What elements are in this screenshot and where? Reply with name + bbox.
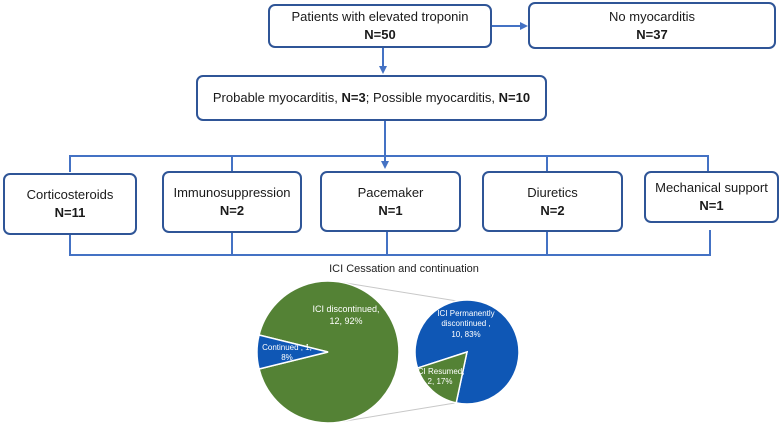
main-pie-label-continued: Continued , 1, 8% [262,343,312,363]
zoom-line-top [342,282,458,302]
zoom-line-bottom [342,402,456,422]
sub-pie-slice-resumed [416,350,469,404]
patients-count: N=50 [364,27,396,42]
possible-count: N=10 [498,90,531,106]
main-pie-label-discontinued: ICI discontinued, 12, 92% [312,304,380,326]
probable-label: Probable myocarditis, [212,90,342,106]
probable-possible-myocarditis-box: Probable myocarditis, N=3; Possible myoc… [196,75,547,121]
possible-label: ; Possible myocarditis, [365,90,499,106]
no-myocarditis-label: No myocarditis [609,8,695,24]
diuretics-box: Diuretics N=2 [482,171,623,232]
pacemaker-box: Pacemaker N=1 [320,171,461,232]
patients-label: Patients with elevated troponin [291,9,469,25]
treatment-label: Corticosteroids [26,187,114,203]
treatment-count: N=1 [378,202,403,218]
treatment-label: Pacemaker [357,184,424,200]
immunosuppression-box: Immunosuppression N=2 [162,171,302,233]
no-myocarditis-count: N=37 [636,26,668,42]
bracket-top [69,155,709,172]
main-pie-slice-discontinued [258,280,400,424]
corticosteroids-box: Corticosteroids N=11 [3,173,137,235]
treatment-count: N=1 [699,198,724,213]
bracket-bottom [69,230,711,256]
probable-possible-label: Probable myocarditis, N=3; Possible myoc… [213,89,530,107]
sub-pie-label-resumed: ICI Resumed, 2, 17% [415,367,465,387]
mechanical-support-box: Mechanical support N=1 [644,171,779,223]
treatment-count: N=11 [54,205,86,220]
main-pie-slice-continued [256,334,329,370]
treatment-label: Diuretics [527,184,578,200]
probable-count: N=3 [341,90,366,106]
sub-pie-label-permanently-discontinued: ICI Permanently discontinued , 10, 83% [437,309,495,339]
pie-chart-title: ICI Cessation and continuation [329,263,479,275]
no-myocarditis-box: No myocarditis N=37 [528,2,776,49]
treatment-count: N=2 [219,203,245,218]
treatment-label: Immunosuppression [173,185,291,201]
sub-pie-slice-permanently-discontinued [414,299,520,405]
treatment-label: Mechanical support [655,180,768,196]
patients-elevated-troponin-box: Patients with elevated troponin N=50 [268,4,492,48]
treatment-count: N=2 [540,202,565,218]
